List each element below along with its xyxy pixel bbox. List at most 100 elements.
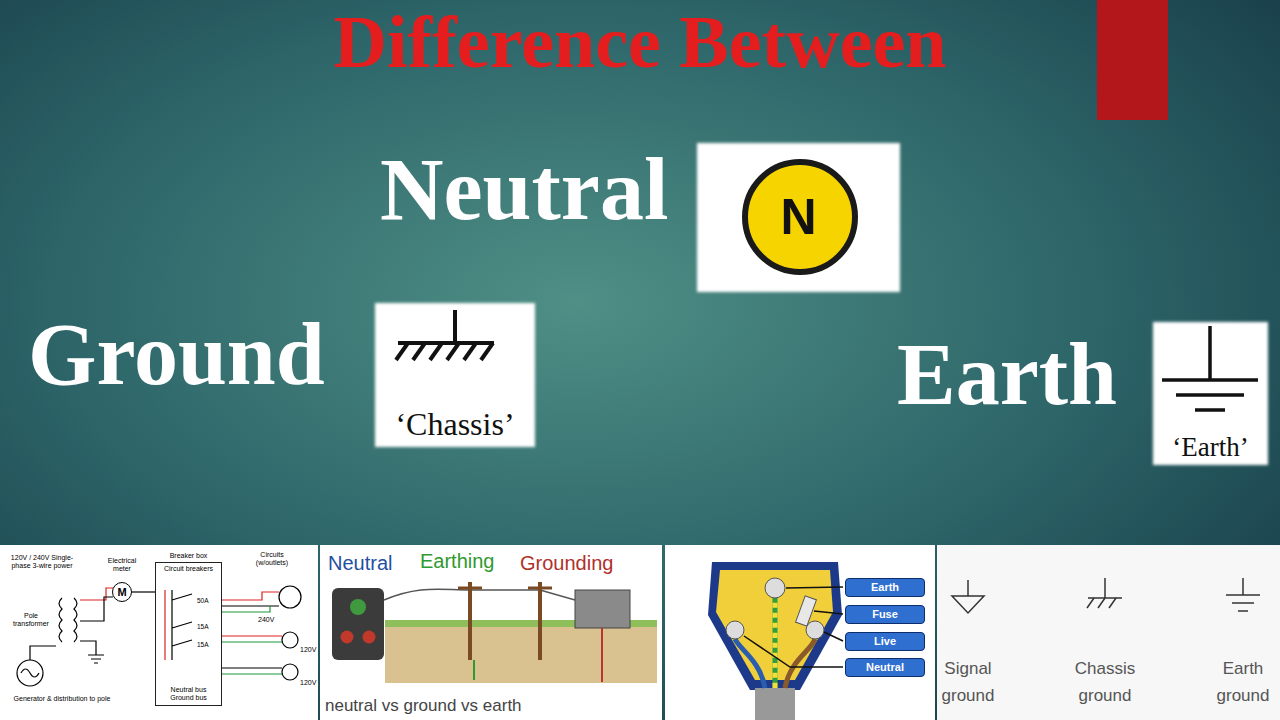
earthing-illustration [320,545,662,720]
label-text: 50A [197,597,209,604]
neutral-icon [697,143,900,292]
plug-illustration [796,596,817,626]
wiring-panel [74,598,77,642]
wiring-panel [17,660,43,686]
node-text: Fuse [872,608,898,621]
background [1097,0,1168,120]
label-box: Pole transformer [8,612,54,628]
label-box: Grounding [520,552,613,575]
label-text: 240V [258,616,274,624]
earthing-illustration [601,628,603,682]
wiring-panel [279,586,301,608]
node-text: Neutral [866,661,904,674]
chassis-symbol [453,310,457,343]
label-box: Chassis ground [1068,655,1142,709]
chassis-symbol [375,303,535,447]
label-box: Earth [897,331,1117,419]
earthing-illustration [341,631,354,644]
plug-illustration [806,621,824,639]
leader-line [824,632,843,641]
label-text: Neutral [328,552,392,575]
plug-illustration [665,545,935,720]
earth-symbol-box: ‘Earth’ [1153,322,1268,465]
label-text: neutral vs ground vs earth [325,696,522,716]
label-box: neutral vs ground vs earth [325,696,522,716]
wiring-panel [80,597,113,621]
neutral-icon [745,162,855,272]
label-text: Electrical meter [100,557,144,573]
wiring-panel [80,641,96,655]
node-text: Circuit breakers [164,565,213,573]
label-box: Earth ground [1211,655,1275,709]
ground-symbols [1226,594,1260,596]
chassis-symbol [464,343,476,360]
node-text: Ground bus [170,694,207,702]
label-text: Circuits (w/outlets) [245,551,299,567]
ground-symbols [1087,598,1116,608]
label-box: 15A [197,623,209,630]
ground-symbols [1104,578,1106,598]
chassis-symbol [413,343,425,360]
wiring-panel [30,646,56,660]
leader-line [786,587,843,588]
chassis-symbol [398,341,494,345]
earthing-illustration [468,582,472,660]
label-box: 120V [300,679,316,687]
chassis-symbol [375,303,535,447]
earth-symbol [1162,378,1258,382]
earthing-illustration [385,625,657,683]
earthing-illustration [538,582,542,660]
earth-symbol [1195,408,1225,412]
label-text: 15A [197,623,209,630]
plug-illustration [765,578,785,598]
plug-illustration [773,598,778,688]
earthing-illustration [320,545,662,720]
label-box: Generator & distribution to pole [6,695,118,703]
label-box: Electrical meter [100,557,144,573]
chassis-symbol [481,343,493,360]
earthing-illustration [332,588,384,660]
node-text: Live [874,635,896,648]
label-box: 240V [258,616,274,624]
earthing-illustration [473,660,475,680]
plug-label: Earth [845,578,925,597]
label-text: Generator & distribution to pole [6,695,118,703]
earthing-illustration [458,587,482,590]
ground-symbols [952,596,984,613]
chassis-symbol [430,343,442,360]
node-text: Earth [871,581,899,594]
leader-line [744,636,843,667]
earthing-illustration [363,631,376,644]
plug-label: Fuse [845,605,925,624]
node-text: ‘Earth’ [1172,432,1248,463]
meter-circle: M [112,582,132,602]
plug-label: Neutral [845,658,925,677]
wiring-panel [21,669,39,677]
plug-illustration [708,562,842,690]
label-text: Chassis ground [1068,655,1142,709]
label-box: Signal ground [928,655,1008,709]
neutral-icon [697,143,900,292]
plug-illustration [773,598,778,688]
earthing-illustration [384,589,575,600]
wiring-panel [222,641,282,642]
label-box: Neutral [380,146,668,234]
leader-line [744,587,843,667]
wiring-panel [282,632,298,648]
label-text: Signal ground [928,655,1008,709]
wiring-panel [222,673,282,674]
leader-line [814,611,843,614]
earthing-illustration [350,599,366,615]
label-text: Grounding [520,552,613,575]
breaker-box: Breaker boxCircuit breakersNeutral busGr… [155,562,222,706]
label-text: 120V [300,646,316,654]
ground-symbols [967,580,969,596]
label-box: Earthing [420,550,495,573]
earth-symbol [1153,322,1268,465]
wiring-panel [0,545,318,720]
label-text: Pole transformer [8,612,54,628]
label-box: Ground [28,311,325,399]
title-box: Difference Between [334,0,947,85]
